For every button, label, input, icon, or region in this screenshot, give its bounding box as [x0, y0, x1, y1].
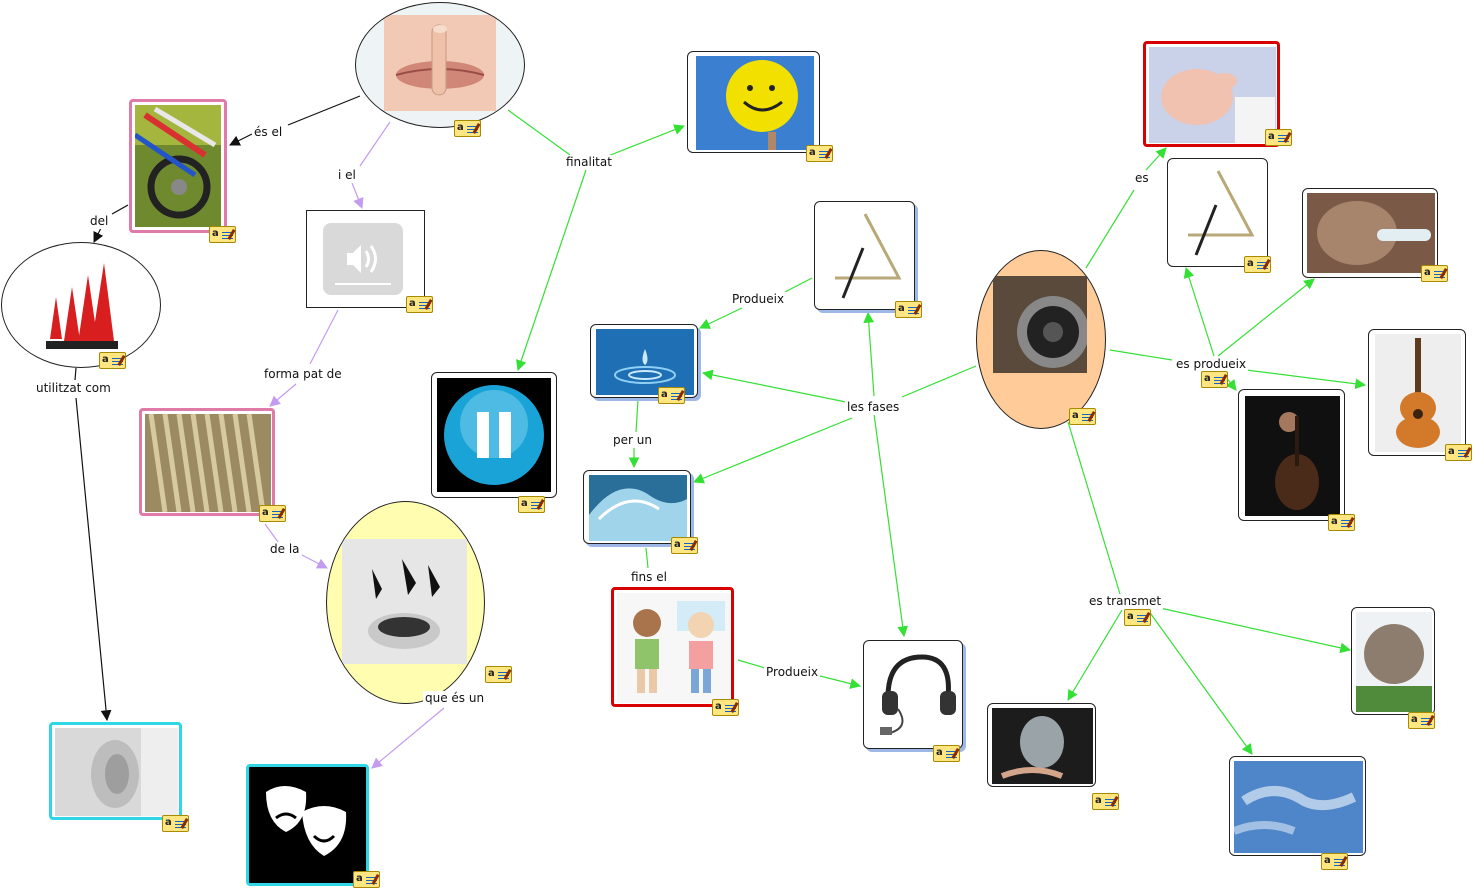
baby-hand-image	[1149, 47, 1276, 143]
annotation-note-icon[interactable]: a	[933, 745, 960, 762]
sound-source-concept-node[interactable]	[976, 250, 1106, 429]
annotation-note-icon[interactable]: a	[1092, 793, 1119, 810]
annotation-note-icon[interactable]: a	[712, 699, 739, 716]
motorbikes-image-node[interactable]	[129, 99, 227, 233]
motocross-bikes-image	[135, 105, 221, 227]
bamboo-image-node[interactable]	[139, 408, 275, 516]
music-concept-node[interactable]	[326, 501, 485, 704]
cloudy-sky-image	[1234, 761, 1363, 853]
ear-image	[55, 728, 178, 816]
ear-image-node[interactable]	[49, 722, 182, 820]
annotation-note-icon[interactable]: a	[1265, 129, 1292, 146]
link-label-forma-pat-de: forma pat de	[262, 367, 344, 382]
triangle-right-image-node[interactable]	[1167, 158, 1268, 267]
link-label-produeix-bottom: Produeix	[764, 665, 821, 680]
theatre-image-node[interactable]	[246, 764, 369, 886]
annotation-note-icon[interactable]: a	[806, 145, 833, 162]
water-balloon-image-node[interactable]	[987, 703, 1096, 787]
annotation-note-icon[interactable]: a	[1445, 444, 1472, 461]
water-drop-ripple-image	[596, 329, 694, 395]
link-label-es-produeix: es produeix	[1174, 357, 1249, 372]
link-label-finalitat: finalitat	[564, 155, 614, 170]
headset-image	[880, 654, 956, 735]
sky-image-node[interactable]	[1229, 756, 1366, 856]
wind-instrument-image-node[interactable]	[1302, 188, 1438, 278]
silence-concept-node[interactable]	[355, 2, 525, 128]
triangle-instrument-image	[835, 213, 902, 299]
annotation-note-icon[interactable]: a	[1069, 408, 1096, 425]
smiley-balloon-image	[696, 56, 814, 150]
annotation-note-icon[interactable]: a	[1124, 609, 1151, 626]
double-bass-player-image	[1245, 396, 1340, 516]
annotation-note-icon[interactable]: a	[671, 537, 698, 554]
red-horns-image	[46, 263, 118, 349]
happiness-image-node[interactable]	[687, 51, 820, 153]
sound-speaker-icon	[323, 223, 403, 295]
wave-image-node[interactable]	[583, 470, 691, 544]
link-label-que-es-un: que és un	[423, 691, 487, 706]
link-label-utilitzat-com: utilitzat com	[34, 381, 113, 396]
pause-image-node[interactable]	[431, 372, 557, 498]
annotation-note-icon[interactable]: a	[1321, 853, 1348, 870]
triangle-instrument-image	[1188, 170, 1255, 256]
ocean-wave-image	[589, 475, 687, 541]
bamboo-poles-image	[145, 414, 271, 512]
annotation-note-icon[interactable]: a	[658, 387, 685, 404]
annotation-note-icon[interactable]: a	[454, 120, 481, 137]
link-label-i-el: i el	[336, 168, 358, 183]
sound-icon-node[interactable]	[306, 210, 425, 308]
link-label-fins-el: fins el	[629, 570, 669, 585]
water-drop-image-node[interactable]	[590, 324, 698, 398]
annotation-note-icon[interactable]: a	[99, 352, 126, 369]
annotation-note-icon[interactable]: a	[209, 226, 236, 243]
link-label-es: es	[1133, 171, 1151, 186]
loudspeaker-image	[993, 276, 1087, 373]
guitar-image-node[interactable]	[1368, 329, 1466, 456]
annotation-note-icon[interactable]: a	[406, 296, 433, 313]
theatre-masks-image	[252, 770, 365, 882]
annotation-note-icon[interactable]: a	[1421, 265, 1448, 282]
link-label-les-fases: les fases	[845, 400, 902, 415]
link-label-del: del	[88, 214, 111, 229]
annotation-note-icon[interactable]: a	[162, 815, 189, 832]
baby-hand-image-node[interactable]	[1143, 41, 1280, 147]
finger-on-lips-image	[384, 15, 496, 111]
triangle-center-image-node[interactable]	[814, 201, 915, 310]
music-notes-image	[342, 539, 467, 664]
double-bass-image-node[interactable]	[1238, 389, 1345, 521]
annotation-note-icon[interactable]: a	[1408, 712, 1435, 729]
stone-sphere-image	[1356, 612, 1432, 712]
link-label-per-un: per un	[611, 433, 654, 448]
annotation-note-icon[interactable]: a	[1201, 371, 1228, 388]
pause-button-image	[437, 378, 551, 492]
link-label-produeix-top: Produeix	[730, 292, 787, 307]
annotation-note-icon[interactable]: a	[1328, 514, 1355, 531]
two-kids-talking-image	[617, 593, 730, 703]
annotation-note-icon[interactable]: a	[1244, 256, 1271, 273]
annotation-note-icon[interactable]: a	[485, 666, 512, 683]
man-blowing-pipe-image	[1307, 193, 1435, 273]
annotation-note-icon[interactable]: a	[353, 871, 380, 888]
headphones-image-node[interactable]	[863, 640, 963, 749]
annotation-note-icon[interactable]: a	[259, 505, 286, 522]
stone-sphere-image-node[interactable]	[1351, 607, 1435, 715]
link-label-de-la: de la	[268, 542, 302, 557]
water-balloon-splash-image	[992, 708, 1093, 784]
guitar-image	[1375, 334, 1461, 452]
annotation-note-icon[interactable]: a	[518, 496, 545, 513]
horns-concept-node[interactable]	[1, 242, 161, 368]
link-label-es-transmet: es transmet	[1087, 594, 1164, 609]
link-label-es-el: és el	[252, 125, 285, 140]
conversation-image-node[interactable]	[611, 587, 734, 707]
annotation-note-icon[interactable]: a	[895, 301, 922, 318]
